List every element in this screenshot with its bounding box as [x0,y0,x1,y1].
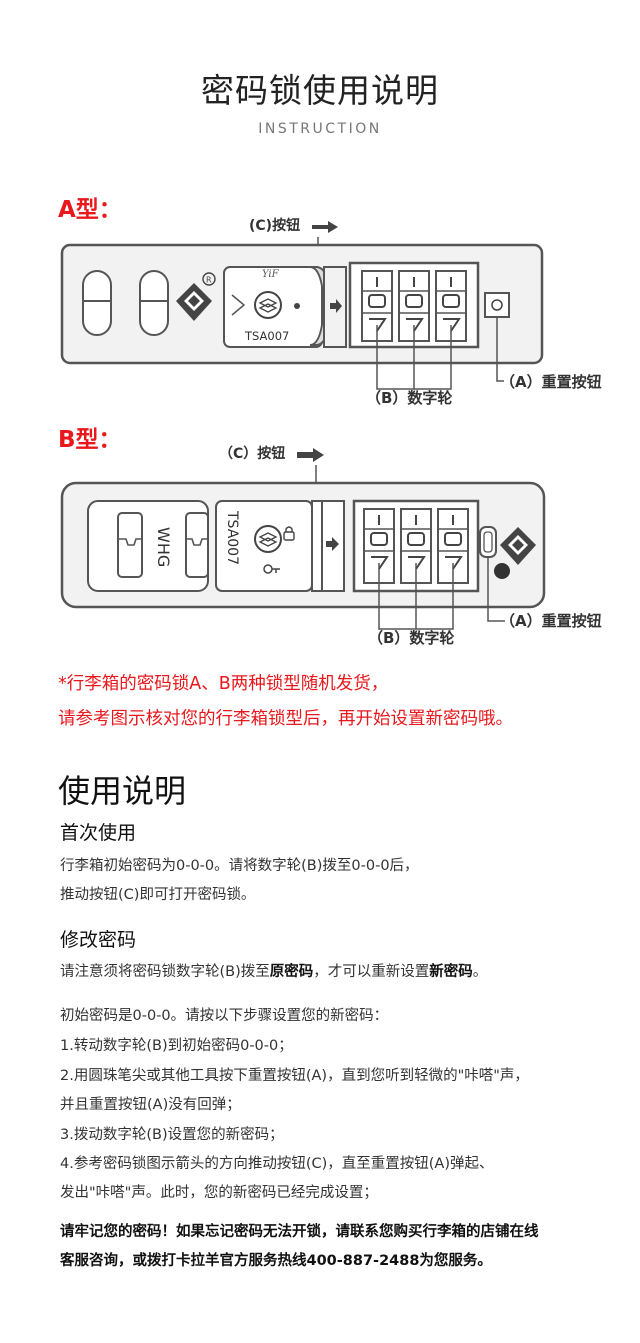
page-title: 密码锁使用说明 [201,71,439,110]
indicator-dot [294,303,300,309]
notice-line-2: 请参考图示核对您的行李箱锁型后，再开始设置新密码哦。 [58,709,513,729]
type-b-tsa-code: TSA007 [224,510,240,565]
first-use-line-1: 行李箱初始密码为0-0-0。请将数字轮(B)拨至0-0-0后， [60,858,419,874]
type-a-brand: YiF [262,269,280,280]
new-password-emphasis: 新密码 [429,964,473,980]
svg-text:R: R [206,276,212,285]
original-password-emphasis: 原密码 [269,964,314,980]
change-intro-text: ，才可以重新设置 [313,964,430,980]
type-a-wheels-label: （B）数字轮 [366,389,452,405]
change-intro-text: 请注意须将密码锁数字轮(B)拨至 [60,964,270,980]
change-intro: 请注意须将密码锁数字轮(B)拨至原密码，才可以重新设置新密码。 [60,960,487,981]
type-b-digit-wheel-2 [400,508,432,584]
change-intro-text: 。 [472,964,488,980]
type-a-reset-button [484,292,510,318]
page-subtitle: INSTRUCTION [258,121,382,137]
padlock-icon [283,526,295,541]
step-4-line-2: 发出"咔嗒"声。此时，您的新密码已经完成设置； [60,1185,378,1201]
type-a-slot-left [82,270,112,336]
type-a-reset-label: （A）重置按钮 [500,373,602,391]
chevron-right-icon [231,294,246,316]
remember-line-1: 请牢记您的密码！如果忘记密码无法开锁，请联系您购买行李箱的店铺在线 [60,1224,539,1240]
first-use-line-2: 推动按钮(C)即可打开密码锁。 [60,887,256,903]
diamond-logo-icon [500,527,536,565]
change-password-heading: 修改密码 [60,929,137,951]
type-b-wheels-label: （B）数字轮 [368,629,454,647]
step-1: 1.转动数字轮(B)到初始密码0-0-0； [60,1038,293,1054]
type-b-slot-left [117,512,143,578]
type-b-label: B型： [58,427,122,453]
key-icon [263,564,280,574]
type-b-slot-right [185,512,209,578]
type-a-label: A型： [58,197,122,223]
tsa-logo-icon [254,525,282,553]
arrow-right-icon [312,221,338,233]
notice-line-1: *行李箱的密码锁A、B两种锁型随机发货， [58,674,389,694]
remember-line-2: 客服咨询，或拨打卡拉羊官方服务热线400-887-2488为您服务。 [60,1253,492,1269]
step-3: 3.拨动数字轮(B)设置您的新密码； [60,1127,284,1143]
step-4-line-1: 4.参考密码锁图示箭头的方向推动按钮(C)，直至重置按钮(A)弹起、 [60,1156,494,1172]
type-a-tsa-code: TSA007 [244,329,289,343]
type-b-reset-label: （A）重置按钮 [500,612,602,630]
type-a-button-c-label: (C)按钮 [249,217,300,234]
type-b-button-c-label: （C）按钮 [219,445,285,462]
usage-heading: 使用说明 [58,772,187,810]
tsa-logo-icon [254,291,282,319]
step-2-line-1: 2.用圆珠笔尖或其他工具按下重置按钮(A)，直到您听到轻微的"咔嗒"声， [60,1068,529,1084]
type-b-brand: WHG [154,527,173,567]
diamond-logo-icon: R [176,272,216,321]
arrow-right-icon [330,299,342,313]
type-a-digit-wheel-1 [361,270,393,342]
indicator-dot [494,563,510,579]
first-use-heading: 首次使用 [60,822,137,844]
step-2-line-2: 并且重置按钮(A)没有回弹； [60,1097,241,1113]
type-a-slot-right [139,270,169,336]
type-b-diagram: （C）按钮 WHG TSA007 [60,445,602,647]
type-a-diagram: (C)按钮 R YiF TSA007 [60,217,602,405]
type-b-digit-wheel-1 [363,508,395,584]
steps-intro: 初始密码是0-0-0。请按以下步骤设置您的新密码： [60,1008,389,1024]
arrow-right-icon [326,537,339,551]
arrow-right-icon [297,448,324,462]
